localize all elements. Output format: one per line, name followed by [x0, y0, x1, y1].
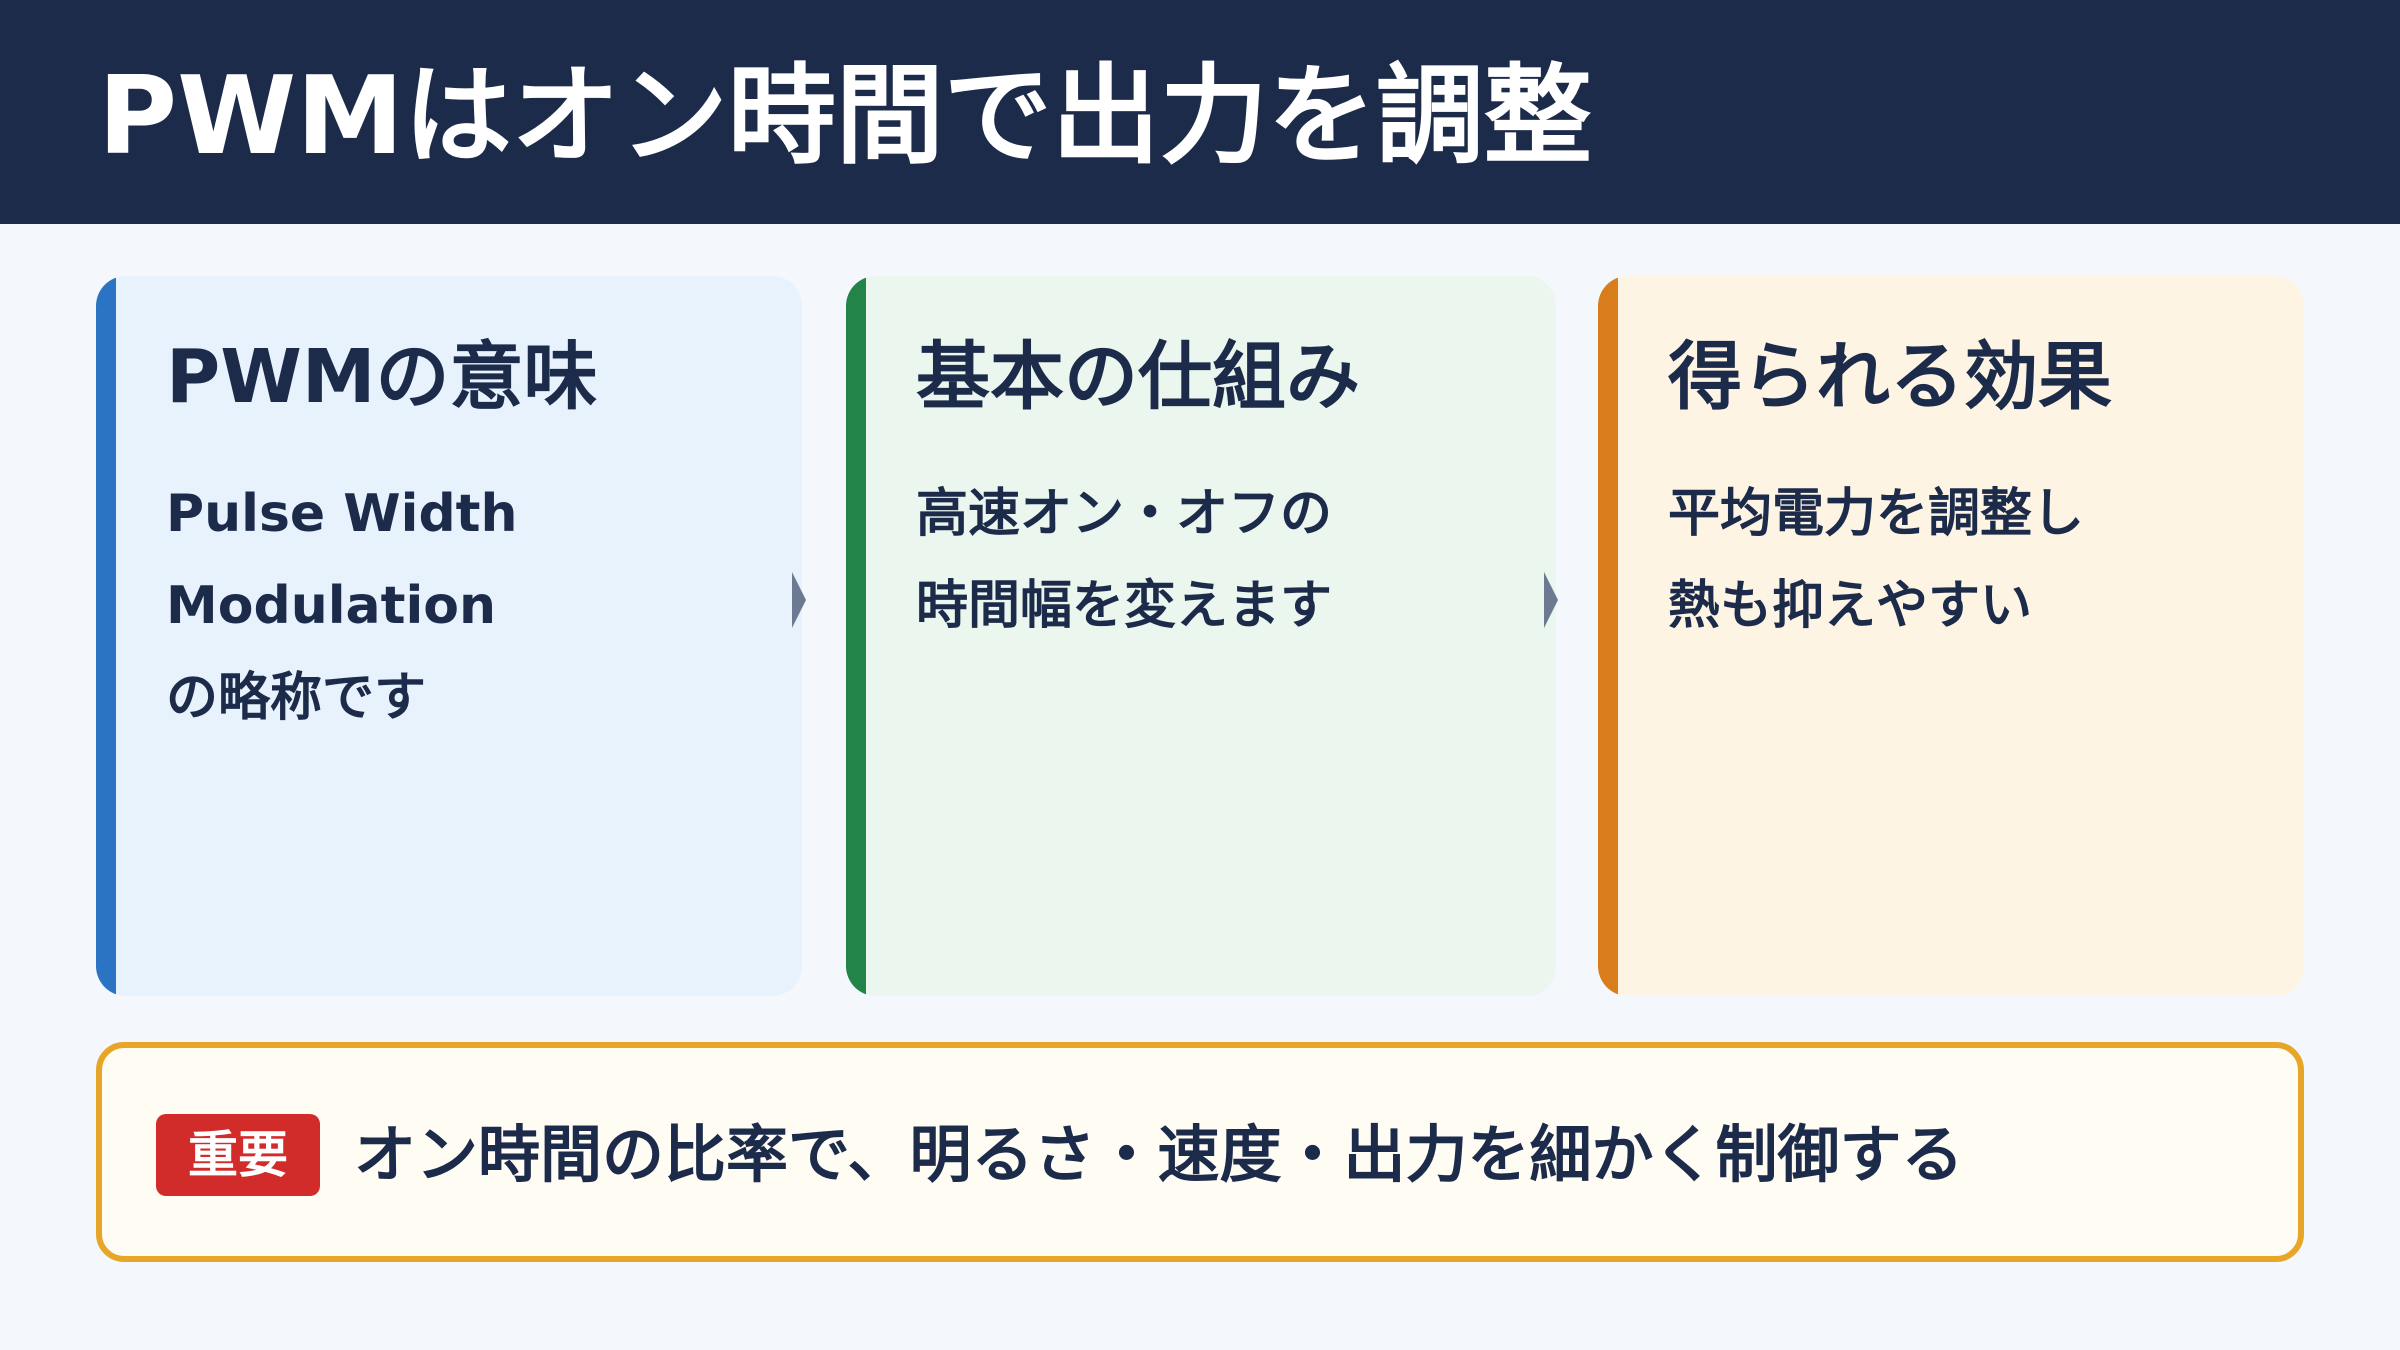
card-body-line: Modulation	[166, 576, 497, 636]
important-badge: 重要	[156, 1114, 320, 1196]
arrow-right-icon	[1544, 572, 1558, 628]
card-accent-bar	[846, 276, 866, 996]
card-pwm-meaning: PWMの意味 Pulse Width Modulation の略称です	[96, 276, 802, 996]
card-accent-bar	[96, 276, 116, 996]
card-title: PWMの意味	[166, 334, 598, 420]
page-title: PWMはオン時間で出力を調整	[98, 54, 1592, 179]
key-point-text: オン時間の比率で、明るさ・速度・出力を細かく制御する	[354, 1118, 1964, 1191]
card-body-line: 平均電力を調整し	[1668, 484, 2085, 544]
card-body: 高速オン・オフの 時間幅を変えます	[916, 468, 1332, 652]
key-point-callout: 重要 オン時間の比率で、明るさ・速度・出力を細かく制御する	[96, 1042, 2304, 1262]
card-title: 得られる効果	[1668, 334, 2112, 420]
card-title: 基本の仕組み	[916, 334, 1360, 420]
card-body-line: 高速オン・オフの	[916, 484, 1333, 544]
card-body-line: 熱も抑えやすい	[1668, 576, 2033, 636]
card-accent-bar	[1598, 276, 1618, 996]
card-body: 平均電力を調整し 熱も抑えやすい	[1668, 468, 2084, 652]
card-body-line: 時間幅を変えます	[916, 576, 1333, 636]
card-basic-mechanism: 基本の仕組み 高速オン・オフの 時間幅を変えます	[846, 276, 1556, 996]
card-effects: 得られる効果 平均電力を調整し 熱も抑えやすい	[1598, 276, 2304, 996]
card-body-line: の略称です	[166, 668, 427, 728]
card-body-line: Pulse Width	[166, 484, 518, 544]
title-banner: PWMはオン時間で出力を調整	[0, 0, 2400, 224]
arrow-right-icon	[792, 572, 806, 628]
card-body: Pulse Width Modulation の略称です	[166, 468, 518, 744]
